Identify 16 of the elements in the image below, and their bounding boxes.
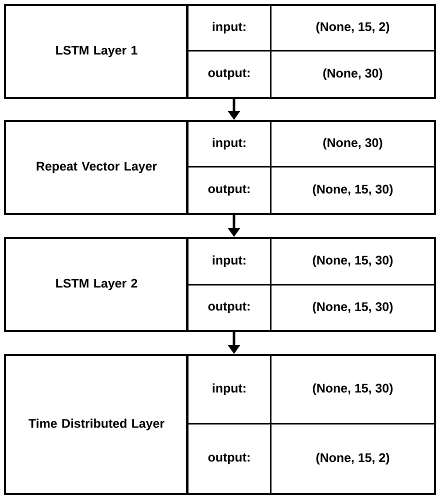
field-label: input: <box>187 237 272 286</box>
shape-cell: (None, 15, 2) <box>270 4 436 52</box>
shape-cell: (None, 15, 30) <box>270 354 436 424</box>
shape-cell: (None, 15, 30) <box>270 237 436 286</box>
shape-cell: (None, 30) <box>270 120 436 168</box>
shape-cell: (None, 15, 30) <box>270 166 436 214</box>
shape-cell: (None, 15, 30) <box>270 284 436 332</box>
field-label: output: <box>187 50 272 98</box>
field-label: input: <box>187 120 272 168</box>
field-label: output: <box>187 166 272 214</box>
field-label: output: <box>187 423 272 494</box>
shape-cell: (None, 30) <box>270 50 436 98</box>
shape-cell: (None, 15, 2) <box>270 423 436 494</box>
field-label: output: <box>187 284 272 332</box>
field-label: input: <box>187 354 272 424</box>
field-label: input: <box>187 4 272 52</box>
